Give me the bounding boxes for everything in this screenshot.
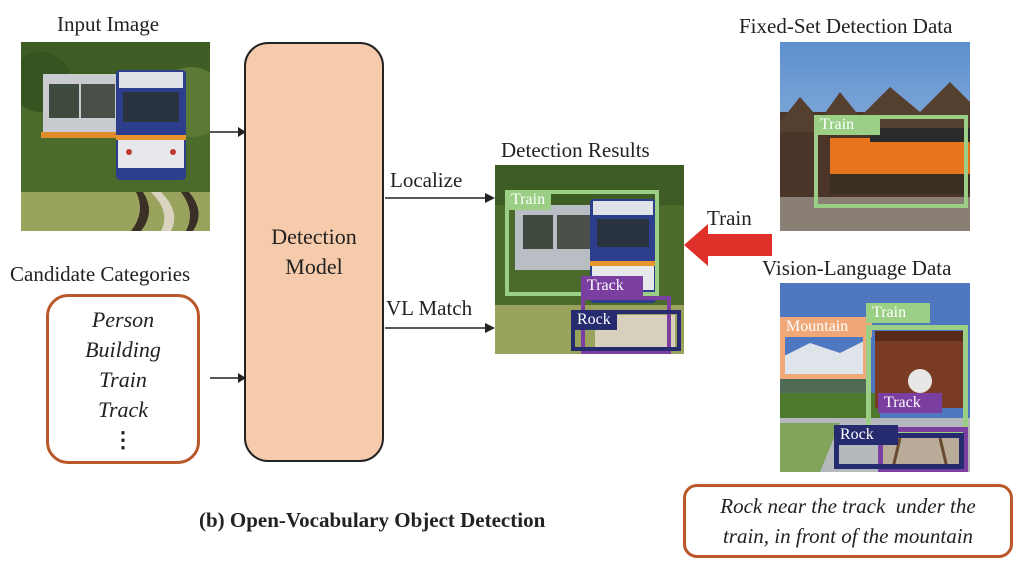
fixed-set-image: Train (780, 42, 970, 231)
input-arrow (210, 127, 246, 137)
train-arrow-label: Train (707, 206, 752, 230)
vl-mountain-label: Mountain (780, 317, 872, 337)
localize-label: Localize (390, 168, 463, 192)
results-track-label: Track (581, 276, 643, 296)
results-rock-box (571, 310, 681, 351)
vl-match-arrow (385, 323, 495, 333)
results-train-label: Train (505, 190, 552, 210)
category-item: Train (99, 367, 147, 392)
fixed-set-title: Fixed-Set Detection Data (739, 14, 953, 38)
vision-language-image: Mountain Train Track Rock (780, 283, 970, 472)
train-photo-illustration (21, 42, 210, 231)
vl-match-label: VL Match (386, 296, 473, 320)
vl-rock-box (834, 433, 964, 469)
localize-arrow (385, 193, 495, 203)
candidate-categories-title: Candidate Categories (10, 262, 191, 286)
results-rock-label: Rock (571, 310, 617, 330)
figure-caption: (b) Open-Vocabulary Object Detection (199, 508, 546, 532)
detection-model-box: Detection Model (244, 42, 384, 462)
candidate-categories-box: Person Building Train Track ⋮ (46, 294, 200, 464)
vision-language-title: Vision-Language Data (762, 256, 952, 280)
input-image-title: Input Image (57, 12, 160, 36)
vl-track-label: Track (878, 393, 942, 413)
vl-train-box (866, 325, 968, 437)
fixed-set-train-box (814, 115, 968, 208)
detection-model-label-line2: Model (285, 254, 343, 279)
vl-rock-label: Rock (834, 425, 898, 445)
caption-line-1: Rock near the track under the (720, 494, 976, 518)
category-item: Building (85, 337, 161, 362)
input-image (21, 42, 210, 231)
vision-language-caption-box: Rock near the track under the train, in … (683, 484, 1013, 558)
categories-arrow (210, 373, 246, 383)
detection-results-title: Detection Results (501, 138, 650, 162)
vl-track-box (878, 427, 968, 472)
caption-line-2: train, in front of the mountain (722, 524, 974, 548)
locomotive-photo-illustration (780, 42, 970, 231)
category-item: Person (91, 307, 155, 332)
fixed-set-train-label: Train (814, 115, 880, 135)
train-red-arrow-icon (684, 224, 772, 266)
detection-model-label-line1: Detection (271, 224, 357, 249)
vl-train-label: Train (866, 303, 930, 323)
category-ellipsis: ⋮ (112, 427, 134, 452)
category-item: Track (97, 397, 149, 422)
detection-results-image: Train Track Rock (495, 165, 684, 354)
